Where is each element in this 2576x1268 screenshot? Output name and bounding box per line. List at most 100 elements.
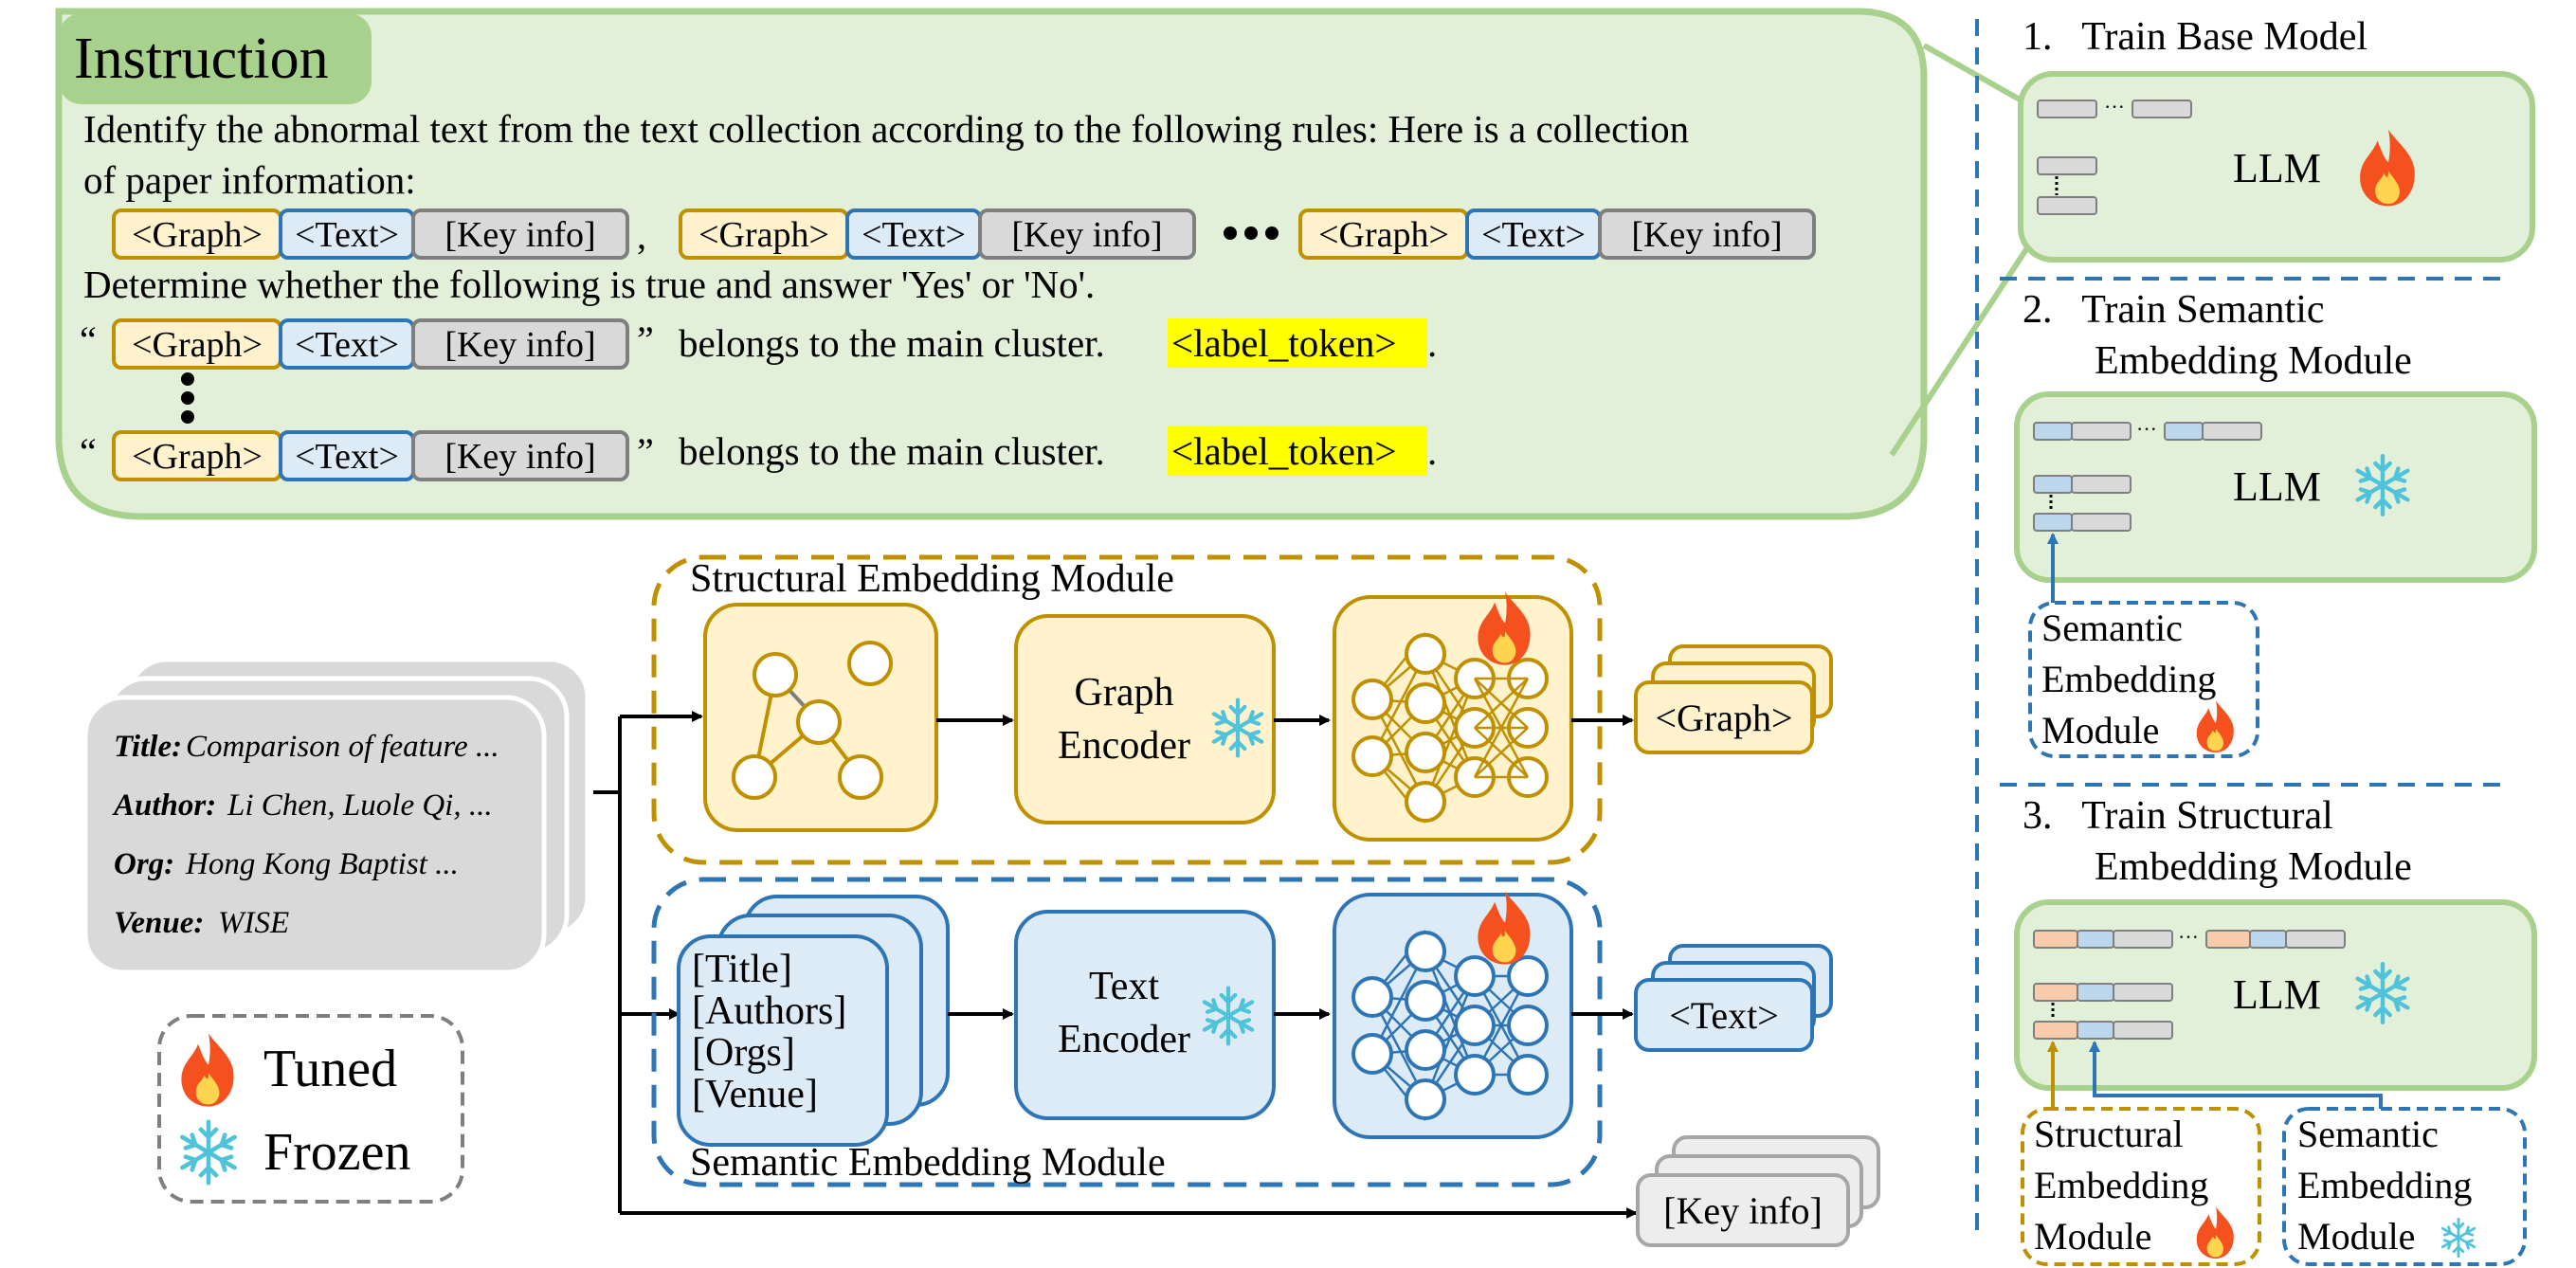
period: .: [1427, 429, 1437, 473]
stage-2-title-1: 2. Train Semantic: [2023, 288, 2325, 332]
belongs-text: belongs to the main cluster.: [679, 321, 1105, 365]
semantic-box-line-2: Embedding: [2297, 1164, 2472, 1206]
token-group-3: <Graph> <Text> [Key info]: [1298, 208, 1816, 260]
field-orgs: [Orgs]: [692, 1031, 795, 1075]
close-quote: ”: [637, 318, 654, 361]
author-key: Author:: [112, 788, 216, 823]
llm-label: LLM: [2233, 145, 2321, 191]
text-encoder-label-2: Encoder: [1058, 1018, 1190, 1061]
title-key: Title:: [114, 730, 182, 764]
label-token: <label_token>: [1171, 429, 1397, 473]
stage-3-title-2: Embedding Module: [2095, 845, 2412, 889]
text-encoder-box: [1014, 910, 1276, 1120]
key-output-label: [Key info]: [1663, 1189, 1823, 1232]
org-key: Org:: [114, 847, 174, 881]
label-token-highlight: [1168, 318, 1427, 368]
stage-1-title: 1. Train Base Model: [2023, 15, 2367, 59]
query-tokens-2: <Graph> <Text> [Key info]: [112, 430, 629, 481]
semantic-box-line-3: Module: [2041, 709, 2159, 752]
open-quote: “: [80, 318, 97, 361]
text-fields-box: [677, 934, 889, 1147]
stage-1-llm-box: [2018, 71, 2535, 263]
graph-token-label: <Graph>: [132, 215, 263, 255]
author-value: Li Chen, Luole Qi, ...: [227, 788, 493, 823]
semantic-box-line-2: Embedding: [2041, 658, 2216, 700]
paper-card: [82, 695, 547, 975]
query-tokens-1: <Graph> <Text> [Key info]: [112, 318, 629, 370]
field-venue: [Venue]: [692, 1073, 818, 1116]
field-title: [Title]: [692, 948, 792, 991]
open-quote: “: [80, 430, 97, 473]
structural-box-line-2: Embedding: [2034, 1164, 2208, 1206]
graph-encoder-label-1: Graph: [1075, 671, 1174, 715]
semantic-module: Semantic Embedding Module [Title] [Autho…: [651, 877, 1634, 1187]
instruction-panel: Instruction Identify the abnormal text f…: [55, 8, 1928, 520]
svg-text:···: ···: [2178, 925, 2199, 949]
stage-3-title-1: 3. Train Structural: [2023, 794, 2333, 838]
legend-tuned: Tuned: [263, 1040, 397, 1098]
key-token-label: [Key info]: [444, 325, 595, 365]
stage-2: 2. Train Semantic Embedding Module ··· L…: [2014, 288, 2537, 758]
structural-box-line-1: Structural: [2034, 1113, 2184, 1155]
title-value: Comparison of feature ...: [186, 730, 499, 764]
token-group-1: <Graph> <Text> [Key info]: [112, 208, 629, 260]
stage-1: 1. Train Base Model ··· LLM: [2018, 15, 2535, 263]
key-token: [411, 318, 629, 370]
graph-output-box: [1634, 680, 1814, 754]
stage-2-title-2: Embedding Module: [2095, 339, 2412, 383]
graph-token-label: <Graph>: [132, 325, 263, 365]
vertical-dots: [181, 372, 194, 424]
svg-text:···: ···: [2136, 417, 2157, 441]
graph-token-label: <Graph>: [1318, 215, 1449, 255]
instruction-line-3: Determine whether the following is true …: [83, 263, 1095, 306]
stage-2-semantic-box: [2028, 601, 2259, 758]
key-token-label: [Key info]: [1011, 215, 1162, 255]
instruction-line-1: Identify the abnormal text from the text…: [83, 107, 1689, 151]
belongs-text: belongs to the main cluster.: [679, 429, 1105, 473]
legend: Tuned Frozen: [157, 1014, 464, 1204]
stage-3-semantic-box: [2282, 1107, 2527, 1266]
flow-arrows: [593, 711, 1638, 1219]
text-token-label: <Text>: [295, 437, 399, 477]
llm-label: LLM: [2233, 463, 2321, 510]
connector-bottom: [1889, 245, 2031, 457]
key-output-box: [1636, 1173, 1850, 1247]
graph-encoder-label-2: Encoder: [1058, 724, 1190, 768]
text-token-label: <Text>: [295, 325, 399, 365]
period: .: [1427, 321, 1437, 365]
semantic-box-line-1: Semantic: [2297, 1113, 2439, 1155]
stage-3-structural-box: [2021, 1107, 2261, 1266]
structural-box-line-3: Module: [2034, 1215, 2151, 1258]
svg-text:···: ···: [2104, 95, 2125, 118]
token-group-2: <Graph> <Text> [Key info]: [679, 208, 1196, 260]
structural-network-icon: [1351, 631, 1549, 824]
text-encoder-label-1: Text: [1089, 965, 1159, 1008]
paper-card-stack: Title: Comparison of feature ... Author:…: [82, 657, 590, 975]
key-token-label: [Key info]: [444, 215, 595, 255]
venue-key: Venue:: [114, 906, 204, 940]
key-token: [411, 430, 629, 481]
llm-label: LLM: [2233, 971, 2321, 1018]
instruction-title: Instruction: [74, 27, 329, 91]
graph-encoder-box: [1014, 614, 1276, 824]
text-token-label: <Text>: [1481, 215, 1586, 255]
key-token: [1598, 208, 1816, 260]
legend-frozen: Frozen: [263, 1123, 411, 1182]
key-output-stack: [Key info]: [1636, 1135, 1880, 1247]
field-authors: [Authors]: [692, 989, 846, 1033]
ellipsis-dots: [1224, 226, 1279, 240]
graph-icon: [732, 641, 893, 800]
text-token-label: <Text>: [295, 215, 399, 255]
text-output-label: <Text>: [1669, 994, 1779, 1037]
venue-value: WISE: [218, 906, 289, 940]
semantic-box-line-1: Semantic: [2041, 607, 2183, 649]
semantic-box-line-3: Module: [2297, 1215, 2415, 1258]
stage-2-llm-box: [2014, 391, 2537, 583]
graph-token-label: <Graph>: [132, 437, 263, 477]
key-token-label: [Key info]: [444, 437, 595, 477]
org-value: Hong Kong Baptist ...: [185, 847, 459, 881]
semantic-module-label: Semantic Embedding Module: [690, 1141, 1166, 1185]
key-token: [411, 208, 629, 260]
label-token-highlight: [1168, 426, 1427, 476]
